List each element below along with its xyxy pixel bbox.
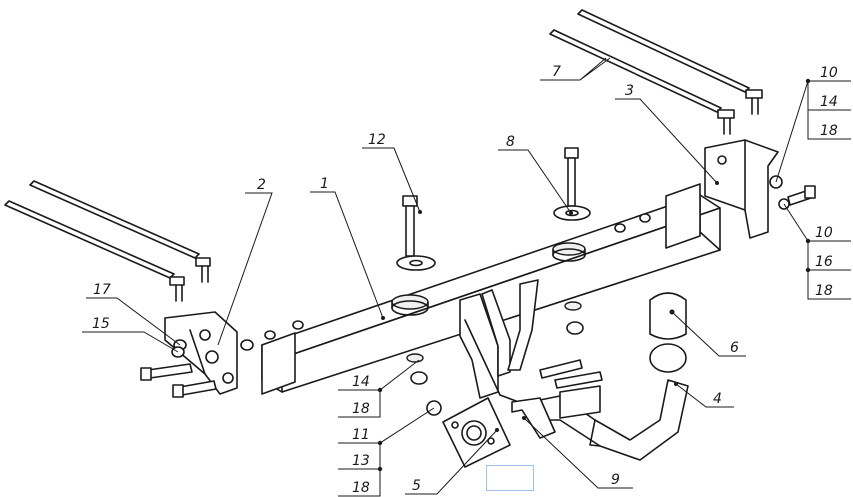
callout-6: 6 xyxy=(730,340,739,356)
callout-5: 5 xyxy=(412,478,421,494)
cross-beam xyxy=(261,183,721,395)
callout-7: 7 xyxy=(552,64,561,80)
socket-plate xyxy=(442,397,511,468)
callout-8: 8 xyxy=(506,134,515,150)
callout-14-top: 14 xyxy=(820,94,838,110)
callout-1: 1 xyxy=(320,176,329,192)
callout-10-right: 10 xyxy=(815,225,833,241)
callout-15: 15 xyxy=(92,316,110,332)
callout-18-bottom: 18 xyxy=(352,480,370,496)
callout-3: 3 xyxy=(625,83,634,99)
callout-17: 17 xyxy=(93,282,111,298)
callout-13-bottom: 13 xyxy=(352,453,370,469)
callout-2: 2 xyxy=(257,177,266,193)
bolt-12 xyxy=(396,195,436,271)
bolt-8 xyxy=(553,147,591,221)
left-bracket xyxy=(164,311,254,395)
callout-12: 12 xyxy=(368,132,386,148)
callout-14-center: 14 xyxy=(352,374,370,390)
leader-dots xyxy=(377,78,811,472)
tow-neck xyxy=(539,379,689,461)
callout-18-center: 18 xyxy=(352,401,370,417)
leader-lines xyxy=(82,57,851,497)
callout-9: 9 xyxy=(611,472,620,488)
right-bracket xyxy=(704,139,816,239)
callout-18-top: 18 xyxy=(820,123,838,139)
callout-4: 4 xyxy=(713,391,722,407)
callout-labels: 1 2 3 4 5 6 7 8 9 12 17 15 10 14 18 10 1… xyxy=(92,64,838,496)
left-bolts xyxy=(140,363,217,398)
callout-10-top: 10 xyxy=(820,65,838,81)
callout-16-right: 16 xyxy=(815,254,833,270)
center-fasteners xyxy=(406,301,603,416)
callout-18-right: 18 xyxy=(815,283,833,299)
mounting-strip-left xyxy=(4,180,211,302)
callout-11-bottom: 11 xyxy=(352,427,370,443)
tow-ball xyxy=(649,292,687,373)
selection-box[interactable] xyxy=(486,465,534,491)
mounting-strip-right xyxy=(549,9,763,135)
